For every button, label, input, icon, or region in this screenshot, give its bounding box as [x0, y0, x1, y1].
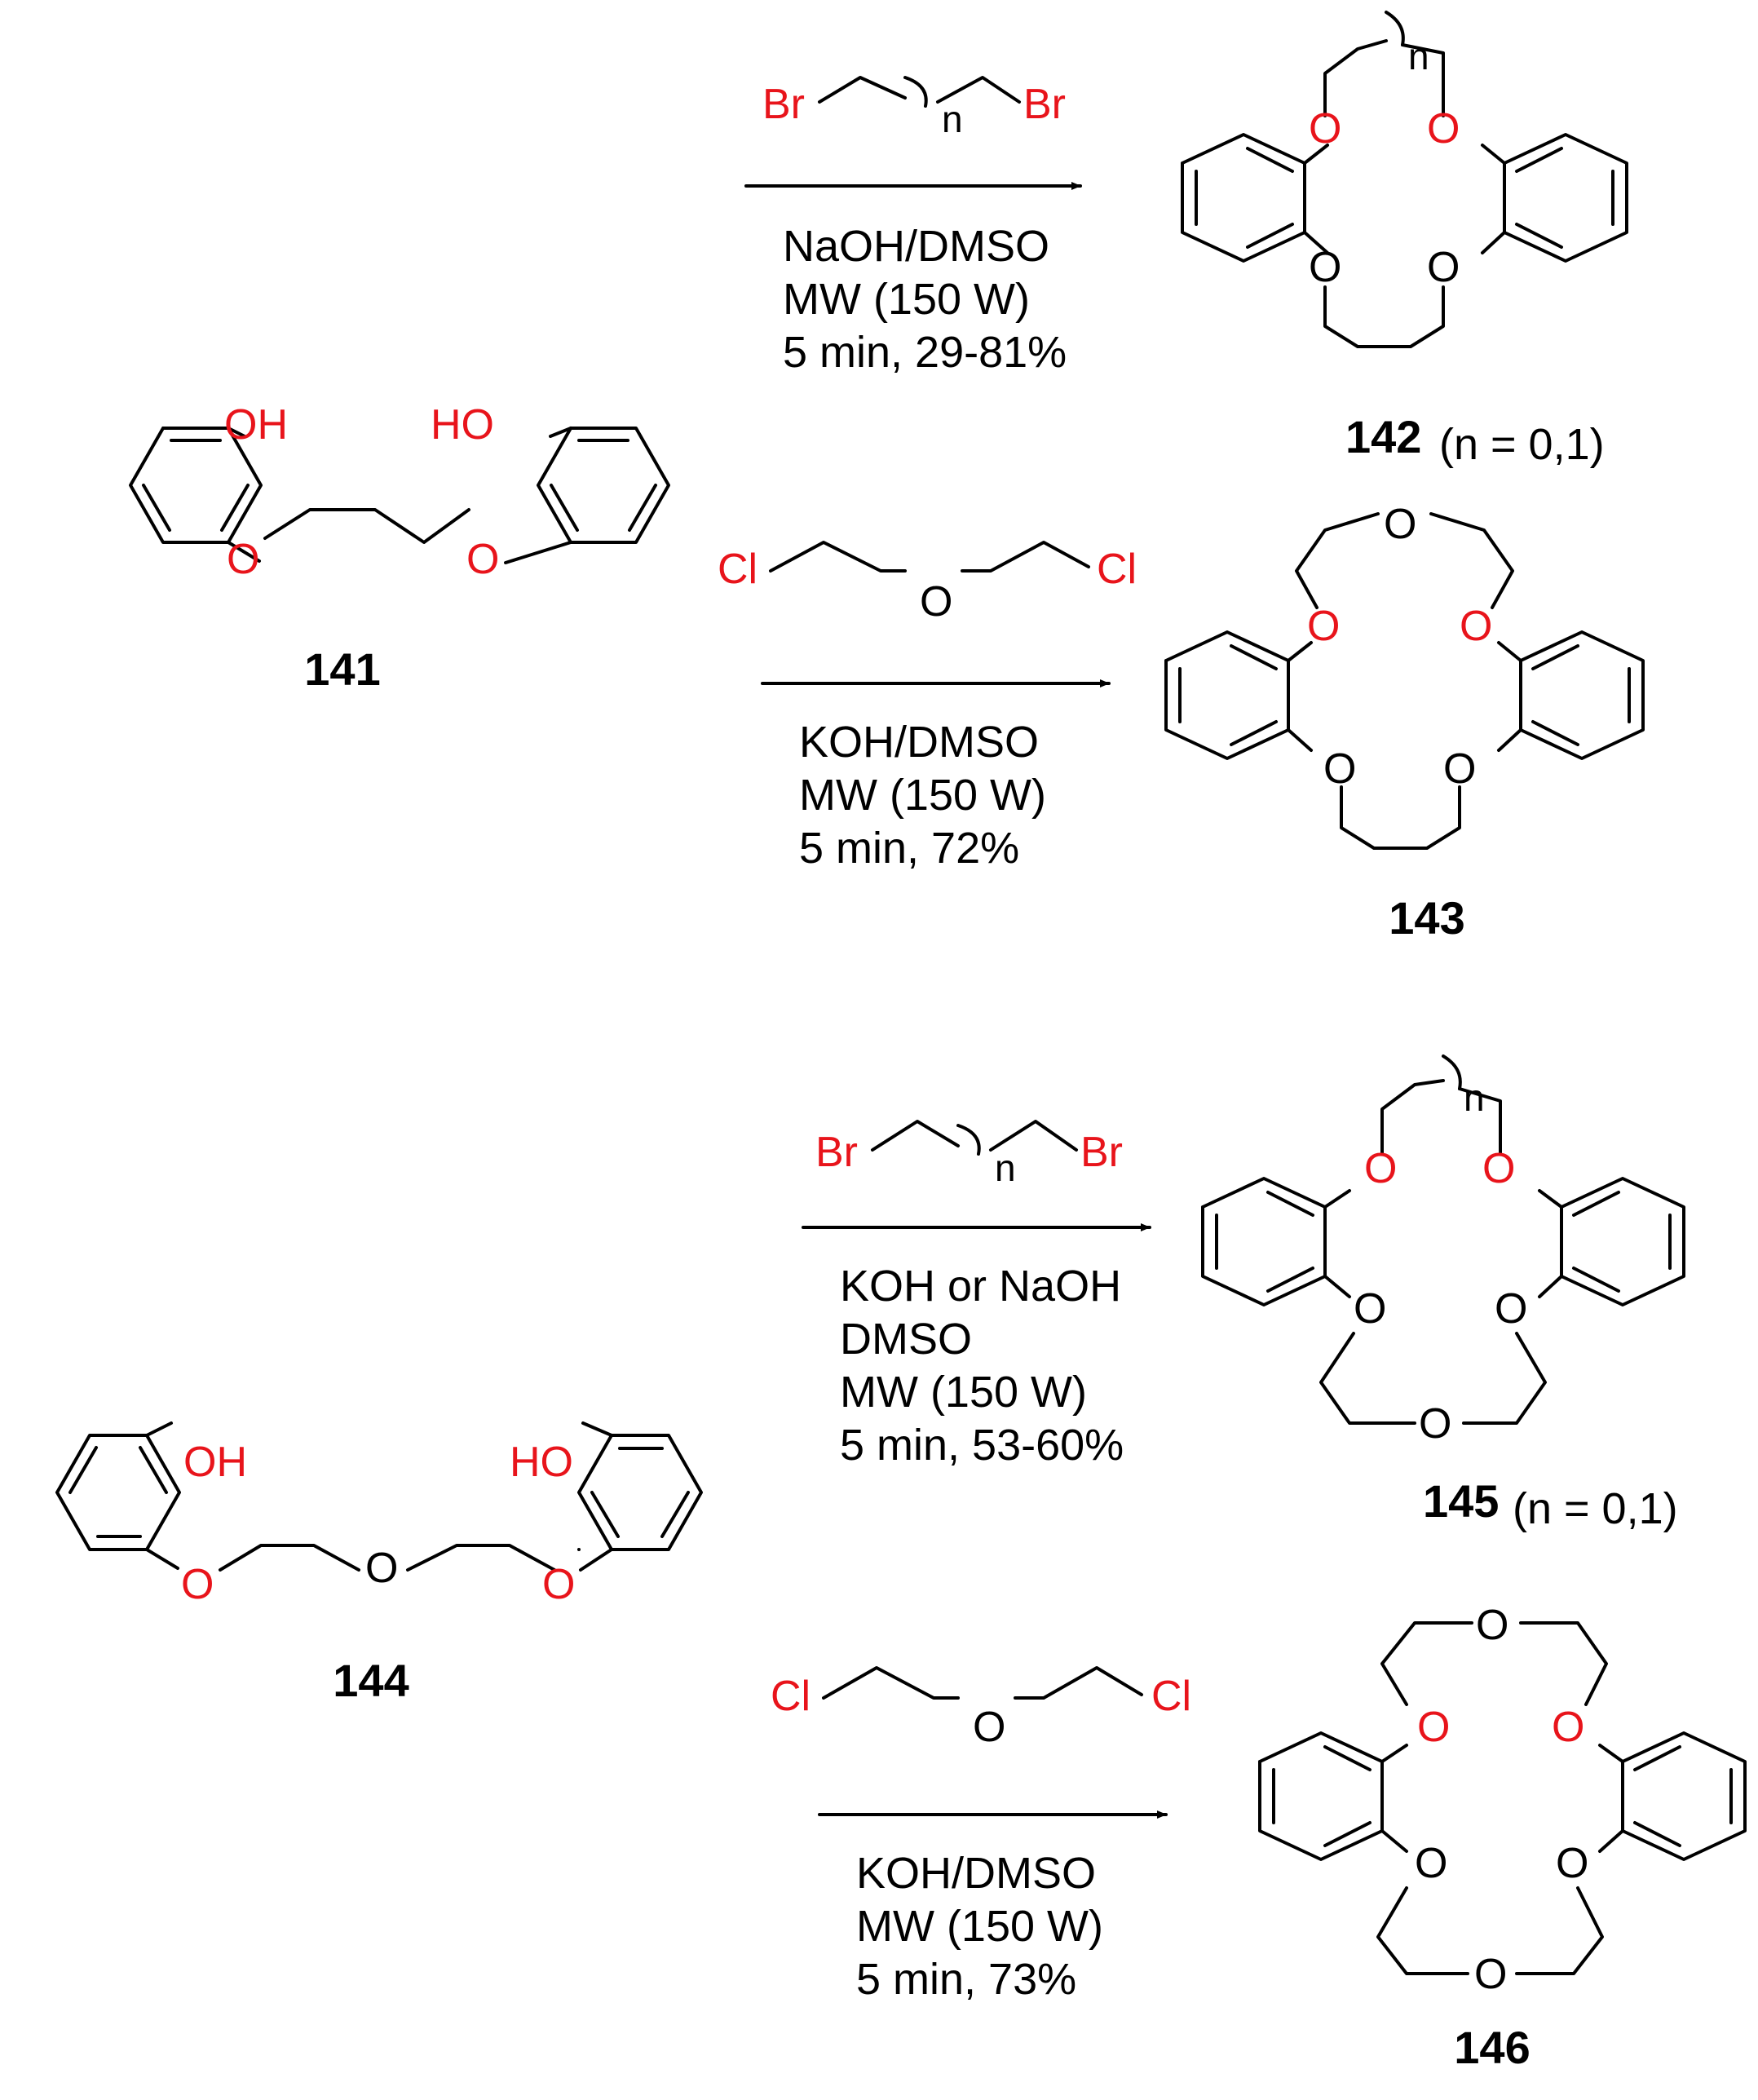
ether-oxygen-label: O: [1482, 1145, 1515, 1192]
ether-oxygen-label: O: [227, 536, 259, 583]
ether-oxygen-label: O: [1415, 1840, 1447, 1887]
ether-oxygen-label: O: [1364, 1145, 1397, 1192]
repeat-index-label: n: [1464, 1077, 1485, 1119]
repeat-index-label: n: [1408, 35, 1429, 77]
ether-oxygen-label: O: [1354, 1285, 1386, 1333]
ether-oxygen-label: O: [973, 1704, 1005, 1751]
reaction-arrow-4: Cl O Cl KOH/DMSO MW (150 W) 5 min, 73%: [771, 1666, 1191, 2004]
compound-note: (n = 0,1): [1513, 1484, 1678, 1533]
chlorine-label: Cl: [718, 546, 758, 593]
ether-oxygen-label: O: [1419, 1400, 1451, 1448]
benzene-ring: [1519, 630, 1645, 760]
compound-145: n O O O O O 145 (n = 0,1): [1201, 1054, 1685, 1533]
bromine-label: Br: [815, 1129, 858, 1176]
repeat-index-label: n: [942, 98, 963, 140]
hydroxyl-label: HO: [431, 401, 494, 449]
ether-oxygen-label: O: [1323, 745, 1356, 793]
ether-oxygen-label: O: [1495, 1285, 1527, 1333]
hydroxyl-label: OH: [183, 1439, 247, 1486]
benzene-ring: [1560, 1177, 1685, 1306]
compound-141: OH HO O O 141: [129, 401, 670, 695]
hydroxyl-label: OH: [224, 401, 288, 449]
ether-oxygen-label: O: [920, 578, 952, 626]
ether-oxygen-label: O: [1309, 244, 1341, 291]
chlorine-label: Cl: [1151, 1673, 1191, 1720]
ether-oxygen-label: O: [1556, 1840, 1588, 1887]
bromine-label: Br: [1023, 81, 1066, 128]
reaction-condition: MW (150 W): [840, 1368, 1087, 1417]
compound-146: O O O O O O 146: [1258, 1602, 1747, 2073]
benzene-ring: [577, 1434, 703, 1551]
ether-oxygen-label: O: [1476, 1602, 1508, 1649]
reaction-condition: KOH or NaOH: [840, 1262, 1121, 1311]
compound-number: 142: [1345, 411, 1421, 462]
compound-number: 145: [1423, 1475, 1499, 1527]
reaction-condition: DMSO: [840, 1315, 972, 1364]
benzene-ring: [1181, 133, 1306, 263]
reaction-condition: 5 min, 73%: [856, 1955, 1076, 2004]
reaction-condition: KOH/DMSO: [856, 1849, 1096, 1898]
reaction-condition: KOH/DMSO: [799, 718, 1039, 767]
ether-oxygen-label: O: [181, 1561, 214, 1608]
benzene-ring: [1201, 1177, 1327, 1306]
ether-oxygen-label: O: [1384, 501, 1416, 548]
benzene-ring: [55, 1434, 181, 1551]
reaction-condition: NaOH/DMSO: [783, 222, 1049, 271]
compound-number: 144: [333, 1655, 409, 1706]
compound-number: 146: [1454, 2022, 1530, 2073]
ether-oxygen-label: O: [466, 536, 499, 583]
chlorine-label: Cl: [771, 1673, 811, 1720]
reaction-arrow-1: Br n Br NaOH/DMSO MW (150 W) 5 min, 29-8…: [744, 76, 1082, 377]
benzene-ring: [1621, 1731, 1747, 1861]
compound-note: (n = 0,1): [1439, 420, 1605, 469]
ether-oxygen-label: O: [542, 1561, 575, 1608]
compound-number: 141: [304, 643, 380, 695]
benzene-ring: [1503, 133, 1628, 263]
compound-number: 143: [1389, 892, 1464, 944]
compound-143: O O O O O 143: [1164, 501, 1645, 944]
chlorine-label: Cl: [1097, 546, 1137, 593]
reaction-condition: MW (150 W): [799, 771, 1046, 820]
ether-oxygen-label: O: [1417, 1704, 1450, 1751]
ether-oxygen-label: O: [1474, 1951, 1507, 1998]
reaction-condition: MW (150 W): [783, 275, 1030, 324]
ether-oxygen-label: O: [1443, 745, 1476, 793]
ether-oxygen-label: O: [1460, 603, 1492, 650]
ether-oxygen-label: O: [1427, 105, 1460, 153]
ether-oxygen-label: O: [1552, 1704, 1584, 1751]
ether-oxygen-label: O: [1307, 603, 1340, 650]
ether-oxygen-label: O: [1309, 105, 1341, 153]
reaction-condition: 5 min, 53-60%: [840, 1421, 1124, 1470]
benzene-ring: [537, 427, 670, 544]
compound-144: OH HO O O O 144: [55, 1421, 703, 1706]
reaction-condition: 5 min, 29-81%: [783, 328, 1067, 377]
bromine-label: Br: [1080, 1129, 1123, 1176]
reaction-condition: 5 min, 72%: [799, 824, 1019, 873]
reaction-condition: MW (150 W): [856, 1902, 1103, 1951]
repeat-index-label: n: [995, 1147, 1016, 1189]
hydroxyl-label: HO: [510, 1439, 573, 1486]
bromine-label: Br: [762, 81, 805, 128]
reaction-arrow-3: Br n Br KOH or NaOH DMSO MW (150 W) 5 mi…: [802, 1120, 1151, 1470]
ether-oxygen-label: O: [1427, 244, 1460, 291]
benzene-ring: [1258, 1731, 1384, 1861]
compound-142: n O O O O 142 (n = 0,1): [1181, 11, 1628, 469]
benzene-ring: [1164, 630, 1290, 760]
reaction-arrow-2: Cl O Cl KOH/DMSO MW (150 W) 5 min, 72%: [718, 541, 1137, 873]
ether-oxygen-label: O: [365, 1545, 398, 1592]
